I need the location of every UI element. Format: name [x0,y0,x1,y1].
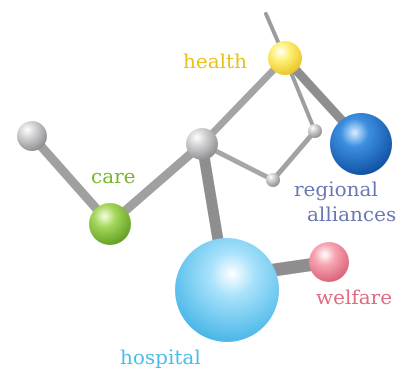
welfare-node [309,242,349,282]
bond-health-hub [198,54,289,148]
atoms [17,41,392,342]
welfare-label: welfare [316,285,392,309]
hospital-label: hospital [120,345,201,369]
health-label: health [183,49,247,73]
regional-label-line1: regional [294,177,378,201]
grey-hub-node [186,128,218,160]
grey-node-top-left [17,121,47,151]
regional-alliances-node [330,113,392,175]
grey-node-small [266,173,280,187]
health-node [268,41,302,75]
labels: health care regional alliances welfare h… [91,49,396,369]
hospital-node [175,238,279,342]
bond-node-right-node-small [270,128,318,183]
regional-label-line2: alliances [307,202,396,226]
care-node [89,203,131,245]
grey-node-right [308,124,322,138]
care-label: care [91,164,136,188]
